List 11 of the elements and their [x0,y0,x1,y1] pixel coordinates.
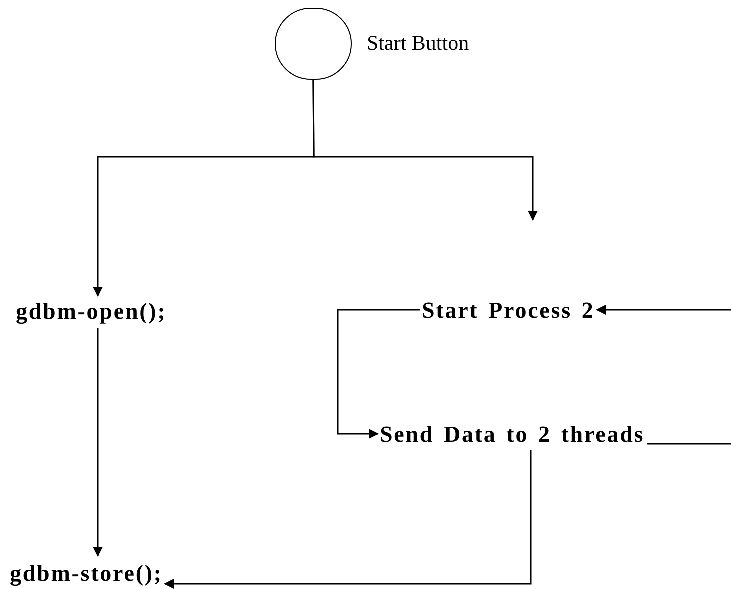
step-label: gdbm-open(); [16,300,167,322]
step-label: Start Process 2 [422,298,595,322]
node-caption: Start Button [367,33,470,54]
connector-line [647,443,731,445]
step-label: gdbm-store(); [10,562,163,584]
arrow [337,309,420,439]
arrow [596,305,731,315]
arrow [312,80,538,221]
arrow [164,450,532,589]
arrow [93,328,103,557]
step-label: Send Data to 2 threads [380,422,645,446]
